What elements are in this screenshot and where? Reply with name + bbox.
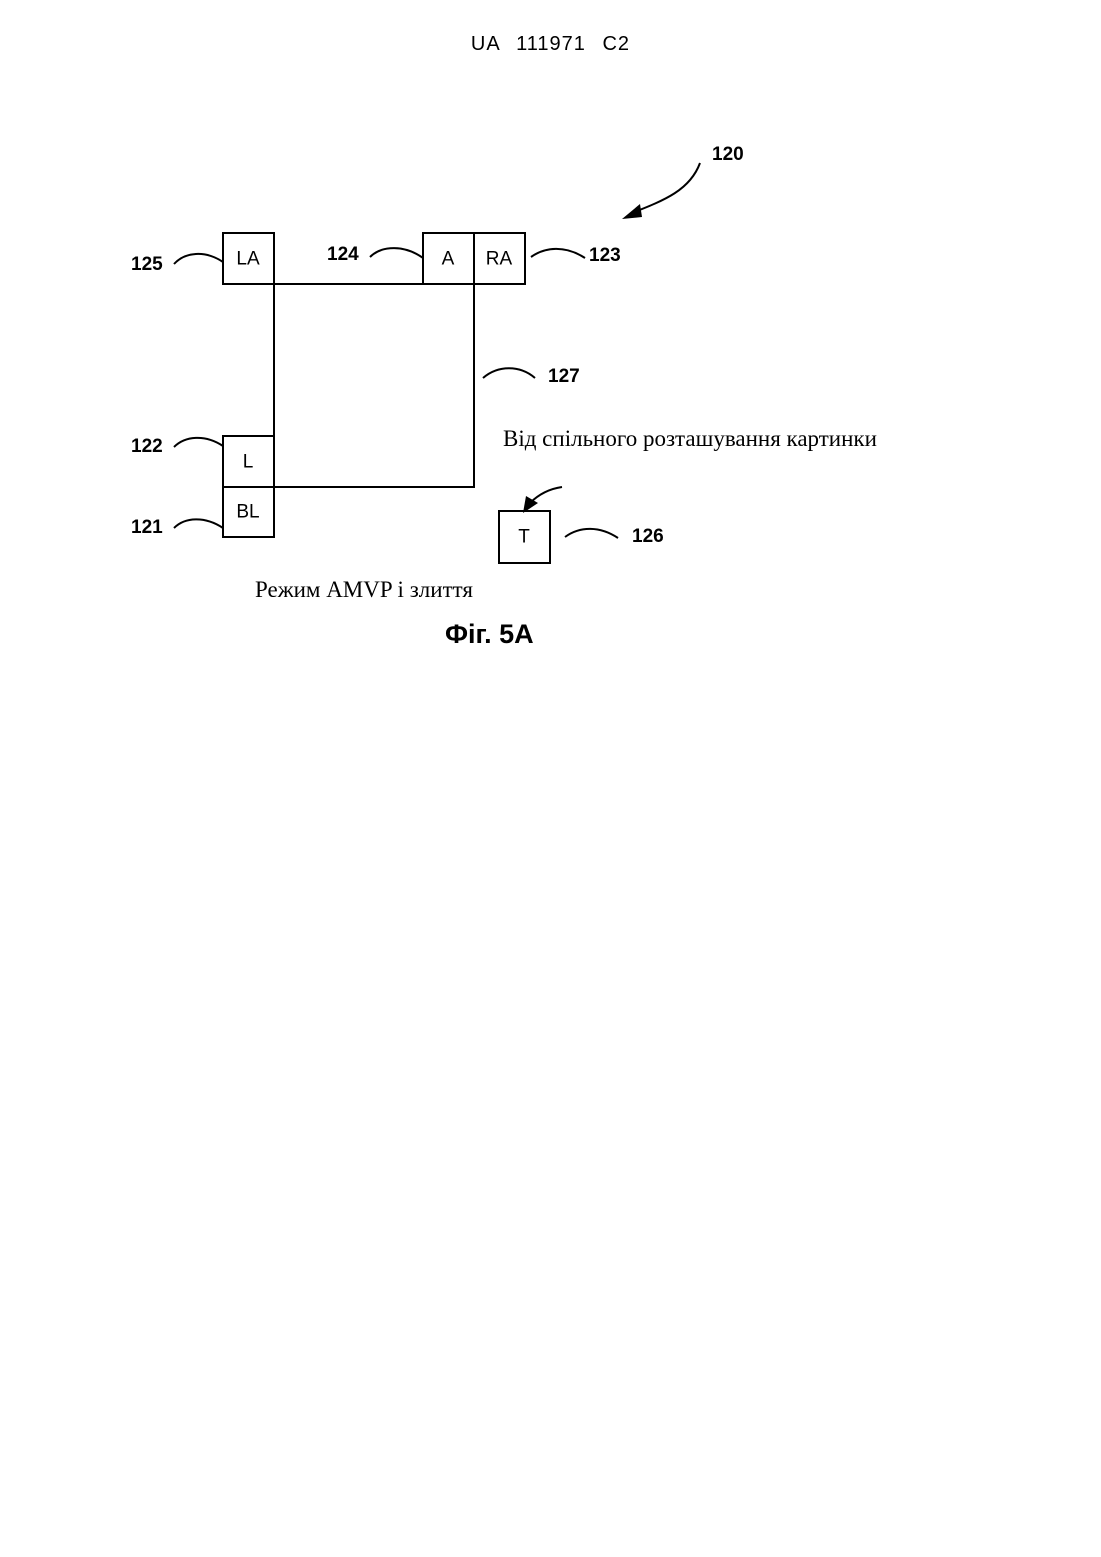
current-block (274, 284, 474, 487)
block-a: A (423, 233, 474, 284)
block-t-label: T (518, 527, 530, 548)
leader-122 (174, 438, 223, 447)
leader-126 (565, 529, 618, 538)
ref-121: 121 (131, 517, 163, 538)
leader-121 (174, 519, 223, 528)
ref-126: 126 (632, 526, 664, 547)
mode-caption: Режим AMVP і злиття (255, 577, 473, 602)
ref-127: 127 (548, 366, 580, 387)
block-ra: RA (474, 233, 525, 284)
ref-124: 124 (327, 244, 359, 265)
block-la: LA (223, 233, 274, 284)
collocated-caption: Від спільного розташування картинки (503, 426, 877, 451)
ref-120: 120 (712, 144, 744, 165)
block-la-label: LA (236, 249, 260, 270)
arrow-120-head (622, 204, 642, 219)
block-t: T (499, 511, 550, 563)
block-bl-label: BL (236, 502, 259, 523)
block-l: L (223, 436, 274, 487)
ref-123: 123 (589, 245, 621, 266)
block-ra-label: RA (486, 249, 513, 270)
leader-123 (531, 249, 585, 258)
block-a-label: A (442, 249, 455, 270)
ref-125: 125 (131, 254, 163, 275)
leader-125 (174, 254, 223, 264)
block-bl: BL (223, 487, 274, 537)
arrow-120-line (632, 163, 700, 213)
figure-label: Фіг. 5А (445, 619, 534, 649)
leader-124 (370, 248, 423, 258)
block-l-label: L (243, 452, 254, 473)
leader-127 (483, 368, 535, 378)
arrow-t-line (530, 487, 562, 503)
ref-122: 122 (131, 436, 163, 457)
